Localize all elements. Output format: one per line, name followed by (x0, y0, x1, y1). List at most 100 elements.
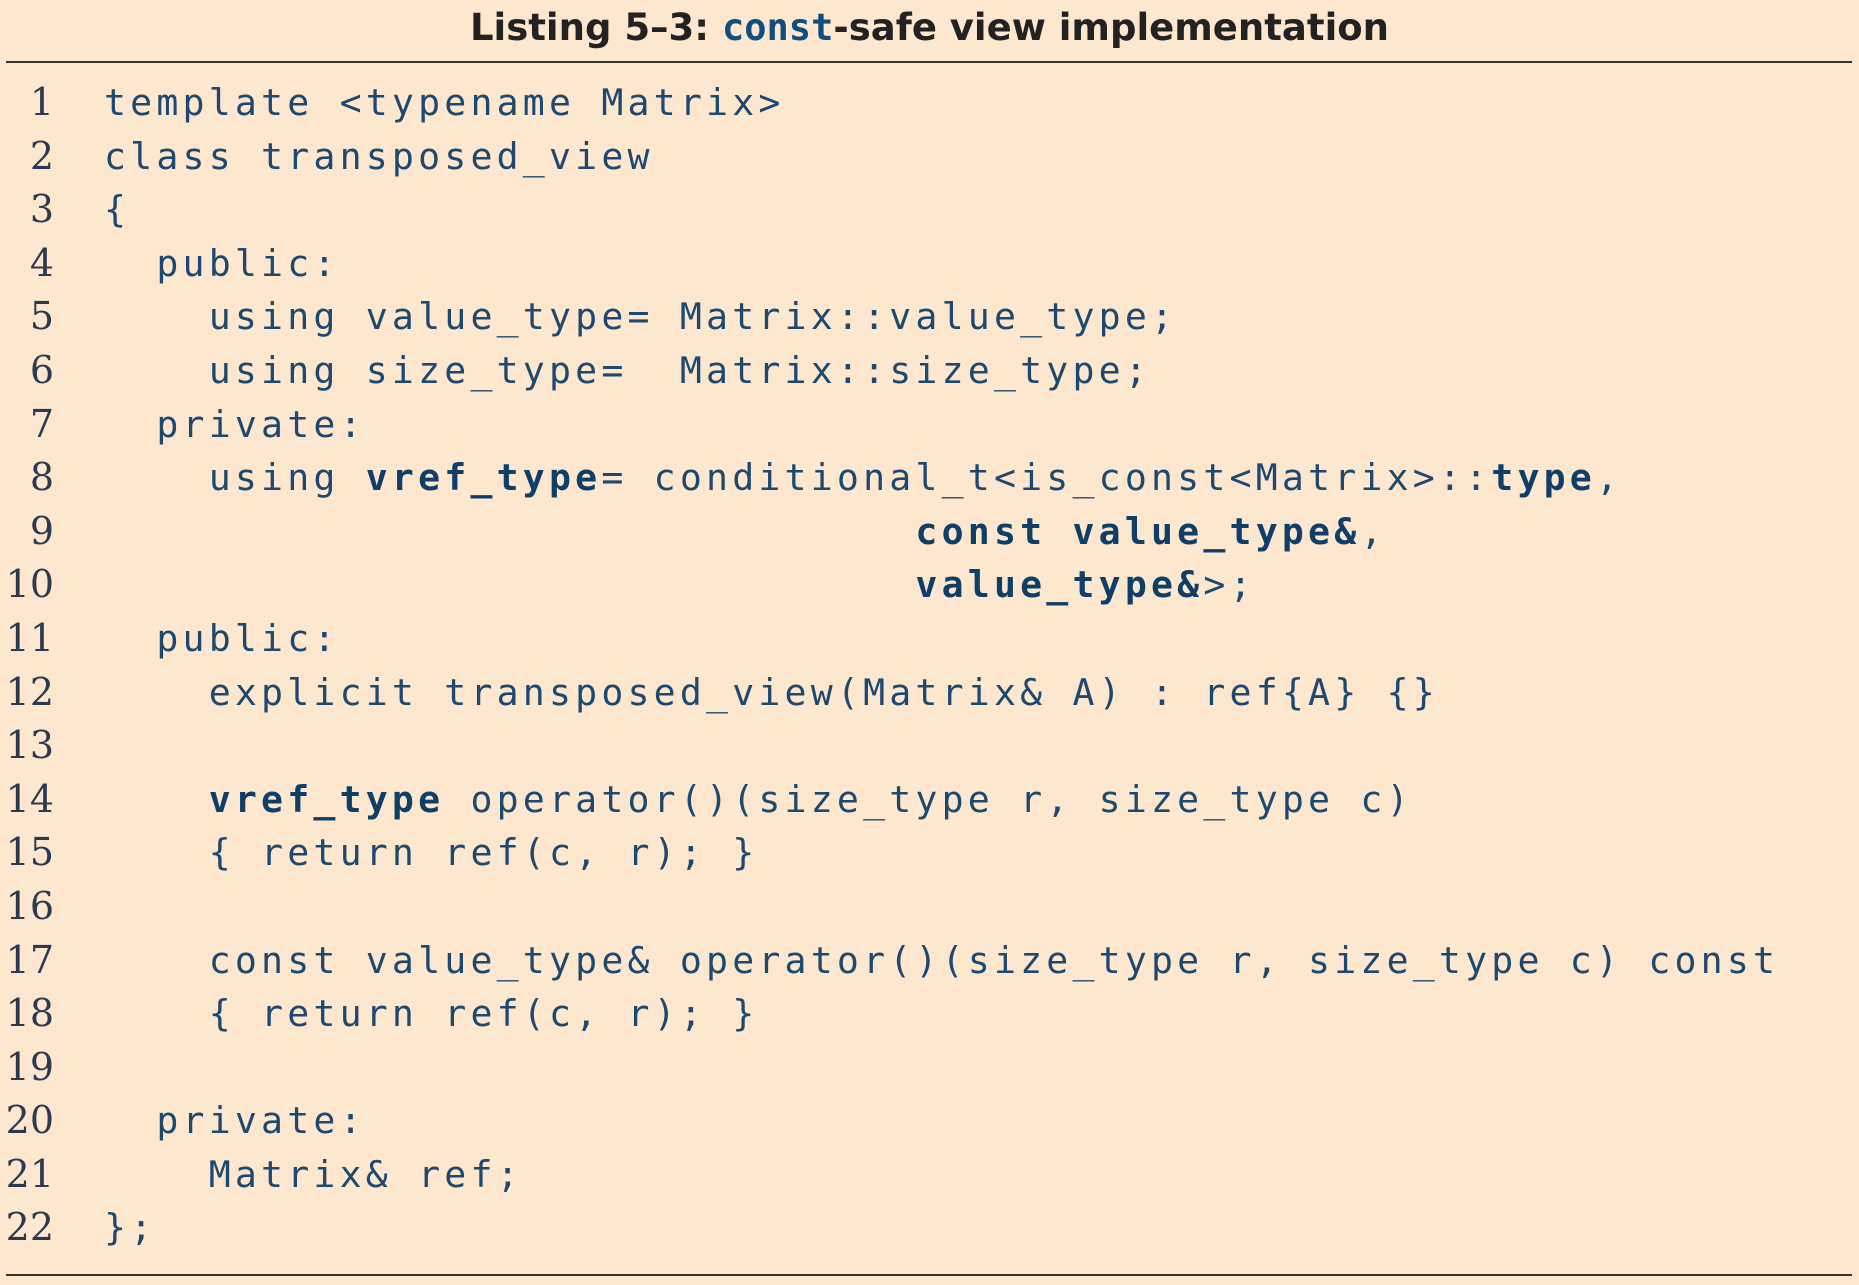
code-text: const value_type&, (104, 505, 1387, 559)
code-line: 18 { return ref(c, r); } (0, 987, 1859, 1041)
line-number: 1 (29, 80, 54, 124)
code-token: , (1360, 509, 1387, 553)
line-number: 5 (29, 294, 54, 339)
code-text: using size_type= Matrix::size_type; (104, 344, 1151, 398)
code-line: 20 private: (0, 1094, 1859, 1148)
code-text: Matrix& ref; (104, 1148, 523, 1202)
line-number: 21 (5, 1151, 54, 1196)
code-line: 8 using vref_type= conditional_t<is_cons… (0, 451, 1859, 505)
code-text: using vref_type= conditional_t<is_const<… (104, 451, 1622, 505)
code-token: { return ref(c, r); } (104, 992, 759, 1036)
code-token: Matrix& ref; (104, 1152, 523, 1196)
code-line: 4 public: (0, 237, 1859, 291)
code-text: }; (104, 1201, 156, 1255)
code-token: using value_type= Matrix::value_type; (104, 295, 1178, 339)
line-number: 6 (29, 347, 54, 392)
line-number: 7 (29, 401, 54, 446)
code-token: , (1595, 456, 1623, 500)
line-number: 9 (29, 508, 54, 553)
code-line: 5 using value_type= Matrix::value_type; (0, 290, 1859, 344)
code-token-emphasis: type (1491, 456, 1596, 500)
code-text: public: (104, 612, 340, 666)
code-line: 17 const value_type& operator()(size_typ… (0, 934, 1859, 988)
line-number: 11 (5, 615, 54, 660)
code-token: public: (104, 616, 340, 660)
code-text: private: (104, 1094, 366, 1148)
caption-suffix: -safe view implementation (833, 6, 1390, 49)
code-line: 6 using size_type= Matrix::size_type; (0, 344, 1859, 398)
code-token: public: (104, 241, 340, 285)
code-token-emphasis: const value_type& (915, 509, 1361, 553)
line-number: 3 (29, 187, 54, 232)
code-line: 13 (0, 719, 1859, 773)
line-number: 13 (5, 723, 54, 768)
code-token: >; (1203, 563, 1256, 607)
line-number: 16 (5, 883, 54, 928)
line-number: 18 (5, 991, 54, 1036)
line-number: 10 (5, 562, 54, 607)
code-line: 14 vref_type operator()(size_type r, siz… (0, 773, 1859, 827)
code-line: 19 (0, 1041, 1859, 1095)
code-token: template <typename Matrix> (104, 81, 785, 124)
code-token: operator()(size_type r, size_type c) (444, 777, 1413, 821)
code-token-emphasis: value_type& (915, 563, 1204, 607)
code-text: public: (104, 237, 340, 291)
code-text: using value_type= Matrix::value_type; (104, 290, 1177, 344)
code-text: private: (104, 398, 366, 452)
code-line: 16 (0, 880, 1859, 934)
line-number: 4 (29, 240, 54, 285)
code-text: class transposed_view (104, 130, 654, 184)
line-number: 22 (5, 1205, 54, 1250)
code-text: vref_type operator()(size_type r, size_t… (104, 773, 1413, 827)
code-token (104, 778, 209, 821)
line-number: 12 (5, 669, 54, 714)
code-line: 10 value_type&>; (0, 558, 1859, 612)
code-text: { (104, 183, 130, 237)
top-rule (6, 61, 1852, 63)
code-line: 22}; (0, 1201, 1859, 1255)
line-number: 17 (5, 937, 54, 982)
code-token: class transposed_view (104, 134, 654, 178)
code-text: explicit transposed_view(Matrix& A) : re… (104, 666, 1439, 720)
code-line: 12 explicit transposed_view(Matrix& A) :… (0, 666, 1859, 720)
code-token: explicit transposed_view(Matrix& A) : re… (104, 670, 1439, 714)
listing-caption: Listing 5–3: const-safe view implementat… (0, 0, 1859, 60)
code-text: { return ref(c, r); } (104, 826, 758, 880)
line-number: 8 (29, 455, 54, 500)
code-line: 21 Matrix& ref; (0, 1148, 1859, 1202)
code-token: = conditional_t<is_const<Matrix>:: (601, 456, 1492, 500)
code-line: 9 const value_type&, (0, 505, 1859, 559)
line-number: 19 (5, 1044, 54, 1089)
code-line: 1 template <typename Matrix> (0, 76, 1859, 130)
code-text: value_type&>; (104, 558, 1256, 612)
code-block: 1 template <typename Matrix> 2 class transp… (0, 76, 1859, 1255)
code-token-emphasis: vref_type (208, 777, 445, 821)
code-token: private: (104, 402, 366, 446)
code-token: using size_type= Matrix::size_type; (104, 348, 1151, 392)
code-token: const value_type& operator()(size_type r… (104, 938, 1780, 982)
code-line: 7 private: (0, 398, 1859, 452)
code-token (104, 510, 915, 553)
caption-keyword: const (721, 6, 834, 49)
code-text: template <typename Matrix> (104, 76, 785, 130)
code-token: using (104, 456, 366, 500)
code-token-emphasis: vref_type (365, 456, 602, 500)
code-token (104, 563, 915, 606)
code-line: 15 { return ref(c, r); } (0, 826, 1859, 880)
line-number: 15 (5, 830, 54, 875)
code-line: 11 public: (0, 612, 1859, 666)
code-line: 3{ (0, 183, 1859, 237)
code-line: 2 class transposed_view (0, 130, 1859, 184)
bottom-rule (6, 1274, 1852, 1276)
caption-prefix: Listing 5–3: (469, 6, 722, 49)
code-token: { (104, 188, 131, 232)
line-number: 14 (5, 776, 54, 821)
code-text: const value_type& operator()(size_type r… (104, 934, 1779, 988)
code-text: { return ref(c, r); } (104, 987, 758, 1041)
code-token: { return ref(c, r); } (104, 831, 759, 875)
line-number: 20 (5, 1098, 54, 1143)
line-number: 2 (29, 133, 54, 178)
code-token: private: (104, 1099, 366, 1143)
code-token: }; (104, 1206, 157, 1250)
